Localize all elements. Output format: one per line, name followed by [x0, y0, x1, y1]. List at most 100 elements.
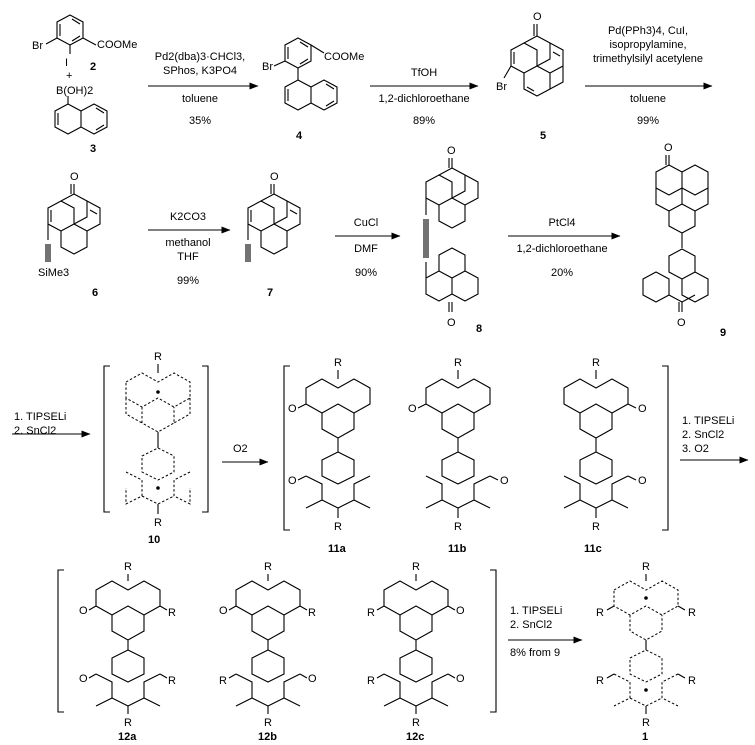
compound-8: O O 8 [423, 145, 482, 335]
reagent-1: Pd(PPh3)4, CuI, [608, 25, 688, 37]
substituent-r: R [642, 561, 650, 573]
atom-o-bottom: O [677, 317, 686, 329]
reagent-2: 2. SnCl2 [682, 429, 724, 441]
yield: 99% [177, 275, 199, 287]
bracket-right-12 [490, 569, 497, 713]
atom-i: I [65, 57, 68, 69]
substituent-r: R [688, 607, 696, 619]
compound-label-12a: 12a [118, 731, 137, 743]
atom-o: O [500, 475, 509, 487]
compound-6: O SiMe3 6 [38, 171, 101, 299]
substituent-r: R [264, 717, 272, 729]
reagent-2: 2. SnCl2 [510, 619, 552, 631]
reagent: K2CO3 [170, 211, 206, 223]
atom-o: O [638, 403, 647, 415]
substituent-r: R [596, 607, 604, 619]
solvent: 1,2-dichloroethane [378, 93, 469, 105]
compound-1: R R R R R R 1 [596, 561, 696, 743]
reagent-2: 2. SnCl2 [14, 425, 56, 437]
atom-o: O [270, 171, 279, 183]
compound-7: O 7 [245, 171, 301, 299]
substituent-r: R [264, 561, 272, 573]
compound-5: O Br 5 [496, 11, 564, 142]
compound-10: R R 10 [103, 351, 209, 546]
substituent-r-top: R [454, 357, 462, 369]
substituent-r: R [412, 561, 420, 573]
reagent-2: SPhos, K3PO4 [163, 65, 237, 77]
bracket-right-11 [662, 365, 669, 531]
atom-boh2: B(OH)2 [56, 85, 93, 97]
bracket-left-11 [283, 365, 290, 531]
atom-o-bottom: O [447, 317, 456, 329]
substituent-r: R [642, 717, 650, 729]
compound-label-8: 8 [476, 323, 482, 335]
atom-o: O [308, 673, 317, 685]
reagent-1: 1. TIPSELi [510, 605, 562, 617]
compound-3: B(OH)2 3 [54, 85, 108, 155]
atom-o: O [456, 673, 465, 685]
solvent: toluene [182, 93, 218, 105]
yield: 35% [189, 115, 211, 127]
yield: 90% [355, 267, 377, 279]
compound-11b: R O O R 11b [408, 357, 509, 555]
compound-label-4: 4 [296, 130, 303, 142]
substituent-r-top: R [592, 357, 600, 369]
substituent-r-bottom: R [334, 521, 342, 533]
solvent: toluene [630, 93, 666, 105]
compound-11a: R O O R 11a [288, 357, 371, 555]
atom-br: Br [32, 40, 43, 52]
reagent: CuCl [354, 217, 378, 229]
atom-br: Br [496, 81, 507, 93]
atom-br: Br [262, 61, 273, 73]
atom-o: O [79, 673, 88, 685]
yield: 8% from 9 [510, 647, 560, 659]
reagent: PtCl4 [549, 217, 576, 229]
reagent-o2: O2 [233, 443, 248, 455]
atom-o: O [70, 171, 79, 183]
compound-4: Br COOMe 4 [262, 37, 364, 142]
atom-sime3: SiMe3 [38, 267, 69, 279]
compound-11c: R O O R 11c [563, 357, 647, 555]
atom-o: O [79, 605, 88, 617]
reagent-1: Pd2(dba)3·CHCl3, [155, 51, 245, 63]
compound-label-2: 2 [90, 61, 96, 73]
substituent-r: R [412, 717, 420, 729]
atom-o: O [456, 605, 465, 617]
compound-label-5: 5 [540, 130, 546, 142]
bracket-left-12 [57, 569, 64, 713]
compound-9: O O 9 [642, 142, 726, 339]
compound-label-6: 6 [92, 287, 98, 299]
atom-o: O [408, 403, 417, 415]
compound-12b: R R O R R O 12b [219, 561, 317, 743]
yield: 20% [551, 267, 573, 279]
compound-label-11c: 11c [584, 543, 602, 555]
compound-label-7: 7 [267, 287, 273, 299]
substituent-r: R [124, 561, 132, 573]
substituent-r: R [219, 675, 227, 687]
atom-o: O [219, 605, 228, 617]
substituent-r: R [168, 675, 176, 687]
substituent-r: R [367, 675, 375, 687]
compound-label-12b: 12b [258, 731, 277, 743]
atom-coome: COOMe [97, 39, 137, 51]
reagent-3: 3. O2 [682, 443, 709, 455]
substituent-r: R [367, 607, 375, 619]
substituent-r: R [168, 607, 176, 619]
compound-label-12c: 12c [406, 731, 424, 743]
atom-o: O [533, 11, 542, 23]
atom-o-top: O [664, 142, 673, 154]
substituent-r-bottom: R [154, 517, 162, 529]
substituent-r: R [596, 675, 604, 687]
substituent-r: R [308, 607, 316, 619]
compound-label-11b: 11b [448, 543, 467, 555]
compound-label-11a: 11a [328, 543, 347, 555]
compound-label-10: 10 [148, 534, 160, 546]
reagent: TfOH [411, 67, 437, 79]
compound-2: Br I COOMe 2 [32, 14, 137, 73]
reagent-1: 1. TIPSELi [682, 415, 734, 427]
atom-o-top: O [447, 145, 456, 157]
solvent-1: methanol [165, 237, 210, 249]
compound-12c: R R O R R O 12c [367, 561, 465, 743]
substituent-r-top: R [334, 357, 342, 369]
